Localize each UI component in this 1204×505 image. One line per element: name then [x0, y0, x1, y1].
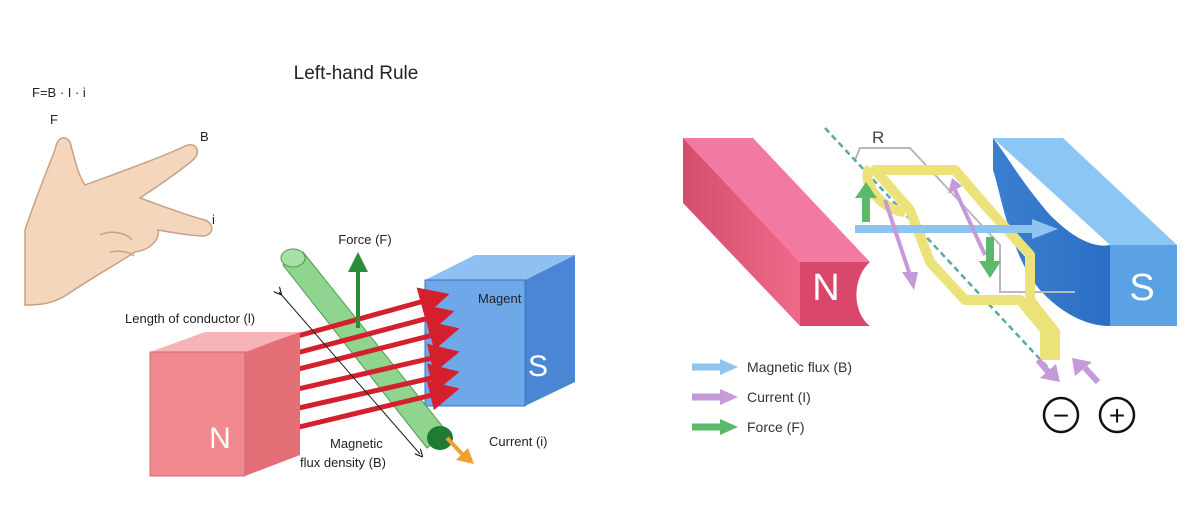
left-hand-icon: [24, 137, 213, 306]
flux-label-line2: flux density (B): [300, 455, 386, 470]
left-title: Left-hand Rule: [294, 63, 419, 84]
coil-loop: [870, 165, 1060, 360]
north-magnet-left: N: [149, 332, 300, 477]
svg-text:+: +: [1109, 400, 1125, 431]
hand-force-label: F: [50, 112, 58, 127]
legend-item-current: Current (I): [692, 389, 811, 405]
north-magnet-right: N: [683, 138, 870, 326]
legend-label-force: Force (F): [747, 419, 805, 435]
magnet-label: Magent: [478, 291, 522, 306]
south-pole-label-left: S: [528, 350, 548, 383]
formula: F=B · I · i: [32, 85, 86, 100]
current-label: Current (i): [489, 434, 548, 449]
south-pole-label-right: S: [1129, 267, 1154, 309]
length-label: Length of conductor (l): [125, 311, 255, 326]
legend-item-force: Force (F): [692, 419, 805, 435]
negative-terminal-icon: −: [1042, 396, 1080, 434]
force-label: Force (F): [338, 232, 391, 247]
positive-terminal-icon: +: [1098, 396, 1136, 434]
resistor-wire: [854, 147, 1075, 293]
length-dimension-line: [279, 292, 420, 454]
coil-force-arrows: [855, 182, 1001, 278]
terminal-arrows: [1035, 358, 1101, 385]
rotation-axis: [824, 127, 1051, 371]
hand-current-label: i: [212, 212, 215, 227]
north-pole-label-left: N: [209, 422, 231, 455]
legend-item-flux: Magnetic flux (B): [692, 359, 852, 375]
south-magnet: S: [424, 255, 575, 407]
legend: Magnetic flux (B) Current (I) Force (F): [692, 359, 852, 435]
current-arrow: [445, 436, 474, 464]
legend-label-current: Current (I): [747, 389, 811, 405]
legend-label-flux: Magnetic flux (B): [747, 359, 852, 375]
south-magnet-right: S: [993, 138, 1177, 326]
hand-field-label: B: [200, 129, 209, 144]
resistor-label: R: [872, 128, 884, 147]
flux-label-line1: Magnetic: [330, 436, 383, 451]
svg-text:−: −: [1053, 400, 1069, 431]
flux-arrow: [855, 219, 1058, 239]
north-pole-label-right: N: [812, 267, 839, 309]
coil-current-arrows: [883, 178, 987, 290]
